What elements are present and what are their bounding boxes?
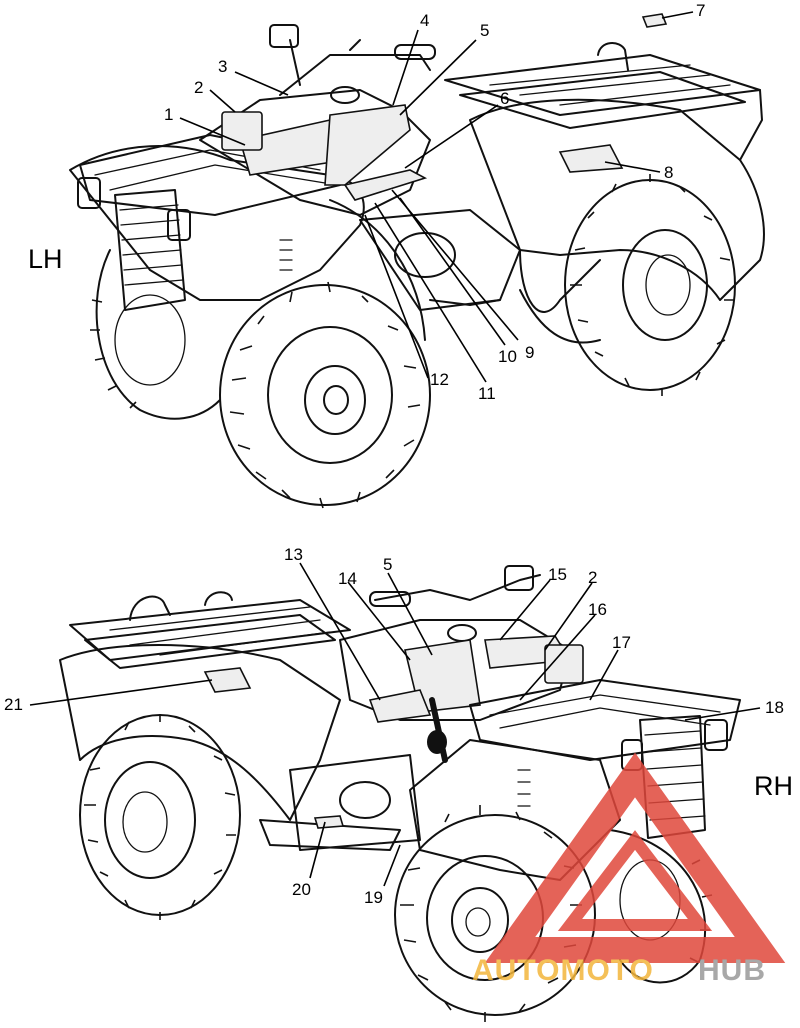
rear-left-wheel [519, 289, 601, 344]
callout-4: 4 [420, 11, 429, 30]
side-label-lh: LH [28, 244, 63, 274]
callout-14: 14 [338, 569, 357, 588]
callout-1: 1 [164, 105, 173, 124]
front-right-wheel-rh [394, 805, 596, 1022]
callout-2b: 2 [588, 568, 597, 587]
top-leader-lines [179, 11, 694, 383]
callout-5: 5 [480, 21, 489, 40]
callout-8: 8 [664, 163, 673, 182]
callout-16: 16 [588, 600, 607, 619]
automotohub-watermark: AUTOMOTO HUB [472, 752, 786, 987]
watermark-text-hub: HUB [698, 954, 766, 987]
top-callout-labels: 1 2 3 4 5 6 7 8 9 10 11 12 LH [28, 1, 705, 403]
rear-right-wheel-rh [79, 714, 241, 920]
front-left-wheel [219, 281, 431, 509]
callout-11: 11 [478, 384, 496, 403]
front-right-wheel [90, 249, 221, 420]
callout-15: 15 [548, 565, 567, 584]
callout-12: 12 [430, 370, 449, 389]
callout-19: 19 [364, 888, 383, 907]
callout-21: 21 [4, 695, 23, 714]
watermark-text-automoto: AUTOMOTO [472, 954, 654, 987]
bottom-leader-lines [29, 562, 761, 887]
callout-5b: 5 [383, 555, 392, 574]
rear-right-wheel [564, 174, 736, 396]
callout-6: 6 [500, 89, 509, 108]
callout-9: 9 [525, 343, 534, 362]
callout-13: 13 [284, 545, 303, 564]
callout-10: 10 [498, 347, 517, 366]
callout-20: 20 [292, 880, 311, 899]
callout-18: 18 [765, 698, 784, 717]
callout-2: 2 [194, 78, 203, 97]
side-label-rh: RH [754, 771, 793, 801]
callout-17: 17 [612, 633, 631, 652]
bottom-callout-labels: 13 14 5 15 2 16 17 18 19 20 21 RH [4, 545, 793, 907]
callout-3: 3 [218, 57, 227, 76]
callout-7: 7 [696, 1, 705, 20]
atv-left-side-drawing [69, 13, 765, 509]
